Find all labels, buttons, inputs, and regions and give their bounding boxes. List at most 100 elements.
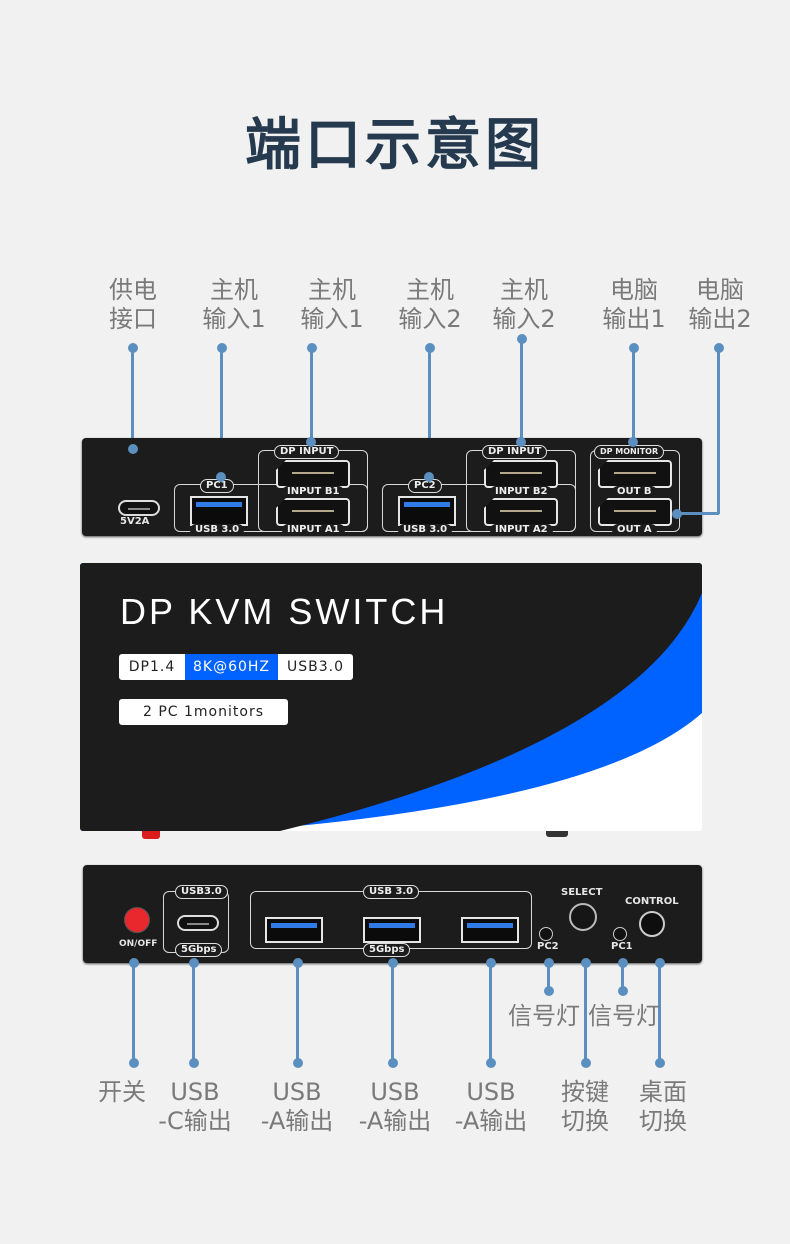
input-b1-label: INPUT B1 [282,486,345,498]
chip-8k60hz: 8K@60HZ [185,654,278,680]
dp-input-2-tag: DP INPUT [482,445,548,459]
usbc-top-tag: USB3.0 [175,885,228,899]
label-host-input-2b: 主机输入2 [492,276,556,333]
usb-label-pc1: USB 3.0 [190,524,245,536]
dp-port-input-a2 [484,498,558,526]
callout-line [428,348,431,476]
input-b2-label: INPUT B2 [490,486,553,498]
pc2-tag: PC2 [408,479,442,493]
callout-dot [129,1058,139,1068]
callout-dot [189,1058,199,1068]
callout-dot [628,437,638,447]
power-port-label: 5V2A [120,516,150,527]
device-top-face: DP KVM SWITCH DP1.4 8K@60HZ USB3.0 2 PC … [80,563,702,831]
usb-a-output-port-2 [363,917,421,943]
select-button[interactable] [569,903,597,931]
top-face-graphic [80,563,702,831]
label-signal-led-pc2: 信号灯 [508,1002,580,1030]
callout-dot [424,472,434,482]
chip-usb30: USB3.0 [278,654,353,680]
callout-line [584,963,587,1063]
out-b-label: OUT B [612,486,657,498]
callout-line [677,512,719,515]
input-a1-label: INPUT A1 [282,524,345,536]
callout-dot [388,1058,398,1068]
dp-port-input-b1 [276,460,350,488]
callout-dot [293,1058,303,1068]
callout-line [547,963,550,991]
front-panel: ON/OFF USB3.0 5Gbps USB 3.0 5Gbps PC2 SE… [83,865,702,963]
pc2-led-label: PC2 [537,941,559,952]
chip-2pc-1monitors: 2 PC 1monitors [119,699,288,725]
callout-line [489,963,492,1063]
pc1-led-label: PC1 [611,941,633,952]
callout-line [132,963,135,1063]
label-desktop-switch: 桌面切换 [639,1078,687,1135]
usba-bottom-tag: 5Gbps [363,943,411,957]
callout-line [192,963,195,1063]
callout-line [296,963,299,1063]
callout-line [717,348,720,514]
dp-input-1-tag: DP INPUT [274,445,340,459]
label-usb-a-output-2: USB-A输出 [358,1078,432,1135]
callout-dot [516,437,526,447]
label-pc-output-1: 电脑输出1 [602,276,666,333]
page-title: 端口示意图 [245,113,545,178]
usb-c-output-port [177,915,219,931]
callout-dot [581,1058,591,1068]
usba-top-tag: USB 3.0 [363,885,420,899]
pc1-led [613,927,627,941]
pc1-tag: PC1 [200,479,234,493]
label-power-port: 供电接口 [109,276,157,333]
callout-line [520,339,523,442]
dp-port-out-b [598,460,672,488]
callout-line [391,963,394,1063]
select-label: SELECT [561,887,603,898]
product-name: DP KVM SWITCH [120,591,449,632]
callout-line [131,348,134,448]
label-button-switch: 按键切换 [561,1078,609,1135]
usb-a-output-port-3 [461,917,519,943]
label-usb-c-output: USB-C输出 [158,1078,232,1135]
power-button[interactable] [124,907,150,933]
callout-dot [655,1058,665,1068]
usb-c-power-port [118,500,160,516]
rear-panel: 5V2A PC1 DP INPUT USB 3.0 INPUT B1 INPUT… [82,437,719,536]
label-host-input-2a: 主机输入2 [398,276,462,333]
dp-monitor-tag: DP MONITOR [594,445,665,459]
chip-dp14: DP1.4 [119,654,185,680]
callout-dot [486,1058,496,1068]
callout-dot [128,444,138,454]
callout-dot [544,986,554,996]
power-label: ON/OFF [119,939,158,949]
callout-dot [618,986,628,996]
black-area [80,563,702,831]
usb-label-pc2: USB 3.0 [398,524,453,536]
label-signal-led-pc1: 信号灯 [588,1002,660,1030]
label-power-switch: 开关 [98,1078,146,1106]
callout-line [632,348,635,442]
select-button-edge [546,831,568,837]
input-a2-label: INPUT A2 [490,524,553,536]
dp-port-input-a1 [276,498,350,526]
callout-line [621,963,624,991]
label-usb-a-output-3: USB-A输出 [454,1078,528,1135]
label-usb-a-output-1: USB-A输出 [260,1078,334,1135]
power-button-edge [142,831,160,839]
callout-dot [306,437,316,447]
control-label: CONTROL [625,896,679,907]
pc2-led [539,927,553,941]
callout-dot [216,472,226,482]
dp-port-out-a [598,498,672,526]
callout-line [658,963,661,1063]
usb-a-output-port-1 [265,917,323,943]
label-host-input-1b: 主机输入1 [300,276,364,333]
label-host-input-1a: 主机输入1 [202,276,266,333]
callout-line [310,348,313,442]
dp-port-input-b2 [484,460,558,488]
control-port [639,911,665,937]
callout-line [220,348,223,476]
usb-a-port-pc1 [190,496,248,526]
usbc-bottom-tag: 5Gbps [175,943,223,957]
usb-a-port-pc2 [398,496,456,526]
